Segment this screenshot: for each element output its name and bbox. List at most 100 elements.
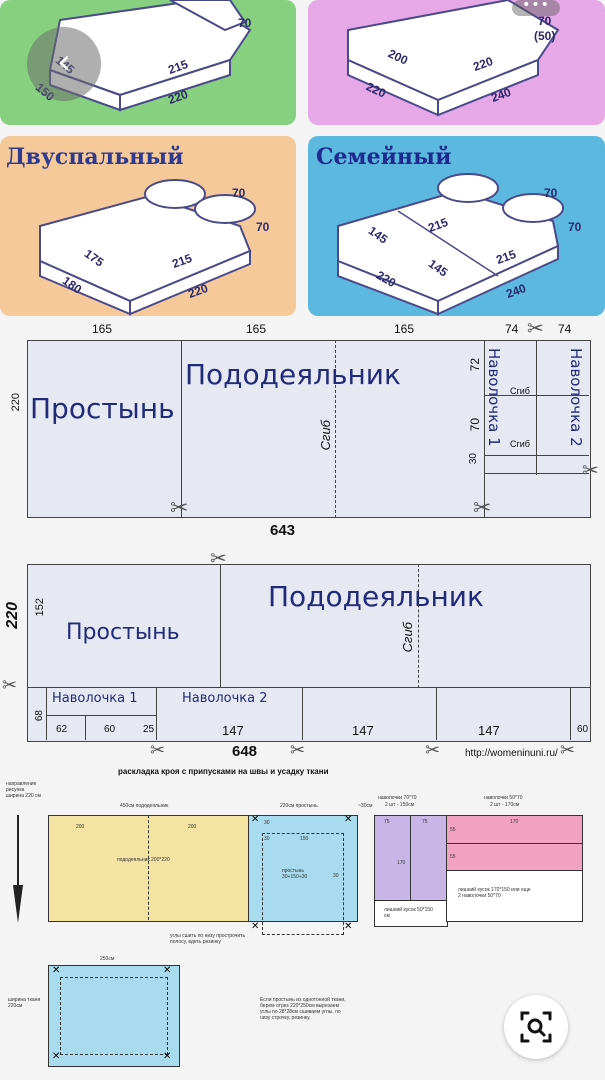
more-icon: ••• — [522, 0, 550, 13]
vline-a — [46, 687, 47, 740]
pillow50-head: наволочки 50*70 — [484, 795, 523, 801]
label-duvet: Пододеяльник — [185, 358, 401, 391]
scissors-icon: ✂ — [2, 675, 18, 696]
sheet-inner: простынь 30+150+30 — [282, 868, 308, 880]
label-fold-small-1: Сгиб — [510, 386, 530, 396]
bottom-dim-60-b: 60 — [577, 724, 589, 735]
cutting-layout-3: раскладка кроя с припусками на швы и уса… — [0, 765, 605, 1080]
direction-arrow-icon — [13, 815, 23, 923]
bottom-dim-25: 25 — [143, 724, 155, 735]
duvet-200-a: 200 — [76, 824, 85, 830]
total-width: 648 — [232, 743, 258, 760]
pillow50-170: 170 — [510, 819, 519, 825]
left-note-line: ширина 220 см — [6, 793, 41, 799]
back-button[interactable]: ‹ — [27, 27, 101, 101]
hline-2 — [46, 715, 156, 716]
bed-illustration — [39, 179, 256, 316]
sheet-150: 150 — [300, 836, 309, 842]
side-dim: 220 — [4, 602, 21, 629]
bed-illustration — [347, 0, 560, 117]
scissors-icon: ✂ — [582, 458, 599, 482]
hline-1 — [484, 395, 589, 396]
scissors-icon: ✂ — [473, 496, 492, 521]
bottom-dim-147-a: 147 — [222, 723, 244, 738]
duvet-inner: пододеяльник 200*220 — [117, 857, 170, 863]
side-dim: 220 — [10, 393, 22, 412]
corner-cut-icon: ✕ — [251, 814, 260, 825]
sheet-inner-dashed — [262, 833, 344, 935]
bottom-dim-60: 60 — [104, 724, 116, 735]
dim-70: 70 — [538, 14, 552, 28]
fitted-sheet-piece — [48, 965, 180, 1067]
corners-note: углы сшить по низу прострочить полосу, в… — [170, 933, 246, 945]
fabric-rect — [27, 340, 591, 518]
pillow70-75-a: 75 — [384, 819, 390, 825]
vline-d — [302, 687, 303, 740]
card-title-double: Двуспальный — [6, 144, 184, 170]
scissors-icon: ✂ — [170, 496, 189, 521]
card-double: Двуспальный 175 180 215 220 70 70 — [0, 136, 296, 316]
corner-cut-icon: ✕ — [163, 1051, 172, 1062]
corner-cut-icon: ✕ — [52, 965, 61, 976]
corner-cut-icon: ✕ — [52, 1051, 61, 1062]
pillow50-sub: 2 шт - 170см — [490, 802, 520, 808]
cutting-layout-2: ✂ 216 216 216 220 Простынь Пододеяльник … — [0, 546, 605, 761]
pillow70-head: наволочки 70*70 — [378, 795, 417, 801]
vline-c — [156, 687, 157, 740]
more-options-button[interactable]: ••• — [512, 0, 560, 16]
scissors-icon: ✂ — [560, 740, 576, 761]
vline-b — [85, 715, 86, 740]
fabric-rect — [27, 564, 591, 742]
pillow70-piece-a — [374, 815, 412, 902]
pillow50-55-a: 55 — [450, 827, 456, 833]
sheet-30-a: 30 — [264, 820, 270, 826]
bottom-dim-147-c: 147 — [478, 723, 500, 738]
small-side: 68 — [34, 710, 45, 722]
sheet-30-b: 30 — [264, 836, 270, 842]
sheet-piece — [248, 815, 358, 922]
dim-50: (50) — [534, 29, 556, 43]
divider-4 — [536, 340, 537, 475]
card-family: Семейный 145 215 145 215 220 240 70 70 — [308, 136, 605, 316]
caption: раскладка кроя с припусками на швы и уса… — [118, 767, 329, 776]
hline-3 — [484, 473, 589, 474]
inner-dim: 152 — [34, 598, 46, 617]
chevron-left-icon: ‹ — [57, 42, 71, 82]
pdim-72: 72 — [468, 358, 482, 372]
pillow70-75-b: 75 — [422, 819, 428, 825]
left-note: направление рисунка ширина 220 см — [6, 781, 46, 799]
corner-cut-icon: ✕ — [251, 921, 260, 932]
duvet-piece — [48, 815, 250, 922]
hline-1 — [27, 687, 591, 688]
fitted-width: 250см — [100, 956, 115, 962]
left-note-line: направление — [6, 781, 37, 787]
pillow70-rest — [374, 900, 448, 927]
hline-2 — [484, 455, 589, 456]
divider-3 — [484, 340, 485, 518]
card-top-right: 200 220 220 240 70 (50) — [308, 0, 605, 125]
corner-cut-icon: ✕ — [163, 965, 172, 976]
bottom-dim-147-b: 147 — [352, 723, 374, 738]
total-width: 643 — [270, 522, 296, 539]
dim-70-b: 70 — [256, 220, 270, 234]
label-fold-small-2: Сгиб — [510, 439, 530, 449]
label-pillow-2: Наволочка 2 — [182, 691, 268, 706]
scissors-icon: ✂ — [425, 740, 441, 761]
top-dim-1: 165 — [92, 322, 113, 336]
scissors-icon: ✂ — [527, 316, 544, 340]
dim-70: 70 — [238, 16, 252, 30]
divider-2 — [335, 340, 336, 518]
divider-1 — [220, 564, 221, 688]
label-bedsheet: Простынь — [66, 620, 180, 645]
pillow70-rest-label: лишний кусок 50*150 см — [384, 907, 433, 919]
sheet-30-c: 30 — [333, 873, 339, 879]
dim-70-b: 70 — [568, 220, 582, 234]
visual-search-button[interactable] — [504, 995, 568, 1059]
bed-illustration — [337, 173, 564, 316]
dim-70-a: 70 — [232, 186, 246, 200]
pillow50-rest — [446, 870, 583, 922]
pillow70-170: 170 — [397, 860, 406, 866]
pillow70-sub: 2 шт - 150см — [385, 802, 415, 808]
pillow50-rest-label: лишний кусок 170*150 или еще 2 наволочки… — [458, 887, 531, 899]
sheet-extra: ~30см — [358, 803, 373, 809]
